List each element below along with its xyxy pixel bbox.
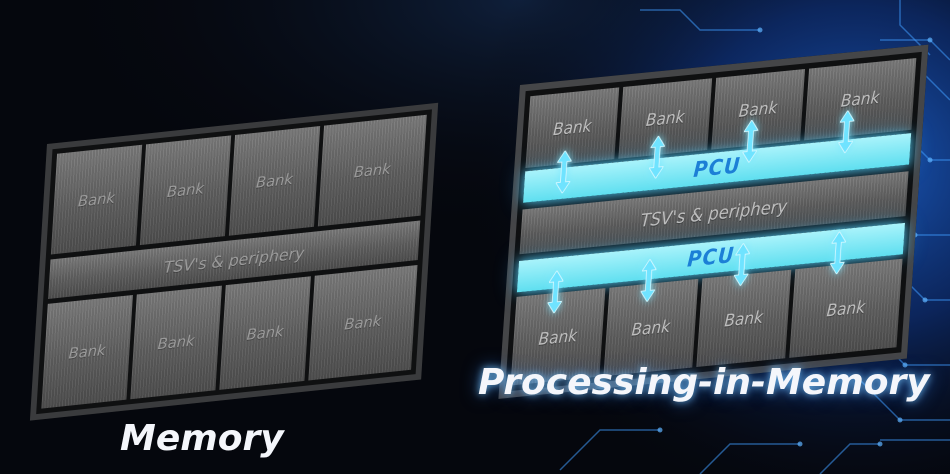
bank-label: Bank [738,97,779,122]
periphery-label: TSV's & periphery [163,242,305,277]
double-arrow-icon [546,269,565,314]
memory-bank-bottom-4: Bank [308,264,418,381]
bank-label: Bank [255,170,294,192]
bank-label: Bank [343,311,382,334]
memory-bank-top-3: Bank [228,126,321,236]
bank-label: Bank [840,87,881,112]
bank-label: Bank [630,315,671,340]
pcu-label: PCU [686,242,736,273]
memory-bank-top-1: Bank [50,144,143,255]
pcu-label: PCU [692,153,742,183]
bank-label: Bank [246,322,285,344]
double-arrow-icon [741,119,759,164]
pim-bank-top-4: Bank [804,58,917,141]
bank-label: Bank [68,340,107,363]
bank-label: Bank [645,106,686,131]
memory-bank-top-2: Bank [139,135,232,246]
pim-bank-top-3: Bank [711,69,806,150]
memory-title: Memory [120,418,284,459]
bank-label: Bank [77,188,116,211]
double-arrow-icon [648,135,666,180]
pim-bank-top-1: Bank [525,87,620,168]
bank-label: Bank [723,306,764,331]
periphery-label: TSV's & periphery [640,194,789,231]
double-arrow-icon [733,242,751,287]
memory-bank-bottom-1: Bank [41,294,133,409]
double-arrow-icon [555,149,573,194]
memory-bank-bottom-3: Bank [219,276,311,390]
memory-bank-top-4: Bank [317,114,427,227]
double-arrow-icon [829,230,847,275]
pim-chip: Bank Bank Bank Bank PCU TSV's & peripher… [498,44,929,399]
bank-label: Bank [552,115,593,140]
memory-bank-bottom-2: Bank [130,285,222,400]
pim-bank-bottom-4: Bank [789,258,903,358]
bank-label: Bank [538,324,578,349]
double-arrow-icon [639,258,658,303]
bank-label: Bank [825,296,866,321]
bank-label: Bank [166,179,205,202]
pim-title: Processing-in-Memory [478,362,930,403]
double-arrow-icon [837,109,855,154]
pim-bank-top-2: Bank [618,78,713,159]
memory-chip: Bank Bank Bank Bank TSV's & periphery Ba… [29,102,439,421]
bank-label: Bank [157,331,196,354]
bank-label: Bank [353,159,392,182]
